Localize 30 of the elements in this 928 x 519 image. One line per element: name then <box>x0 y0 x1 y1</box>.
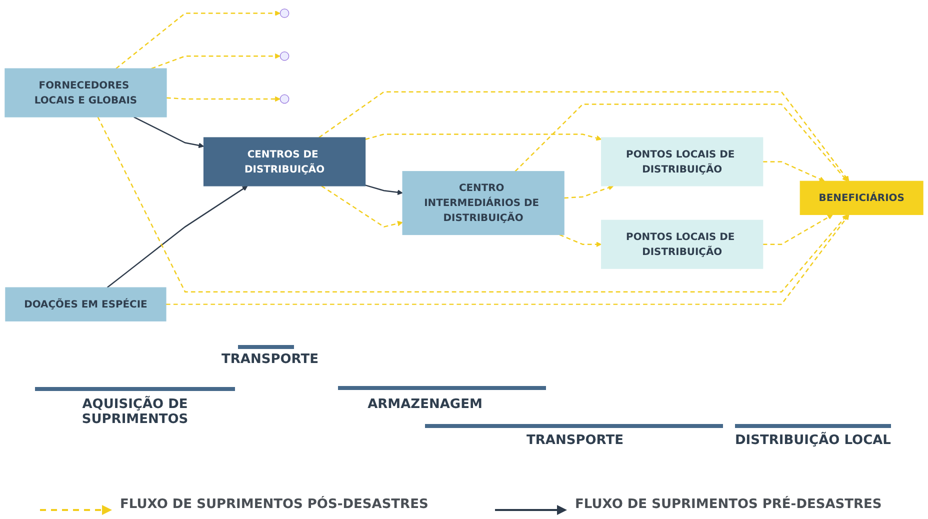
node-box: PONTOS LOCAIS DE DISTRIBUIÇÃO <box>601 220 764 269</box>
legend-text: FLUXO DE SUPRIMENTOS PRÉ-DESASTRES <box>575 497 882 512</box>
node-box: CENTRO INTERMEDIÁRIOS DE DISTRIBUIÇÃO <box>402 171 564 236</box>
arrow <box>106 186 248 288</box>
arrow <box>762 161 825 182</box>
arrow <box>564 185 614 199</box>
arrow <box>318 91 850 182</box>
phase-label: DISTRIBUIÇÃO LOCAL <box>734 433 892 448</box>
arrow <box>559 234 602 248</box>
node-box: FORNECEDORES LOCAIS E GLOBAIS <box>4 68 167 118</box>
arrow <box>321 185 403 228</box>
arrow <box>166 96 280 102</box>
arrow <box>166 214 850 305</box>
phase-label: TRANSPORTE <box>220 352 320 367</box>
node-box: CENTROS DE DISTRIBUIÇÃO <box>203 137 366 186</box>
arrow <box>514 104 848 182</box>
arrow <box>762 214 833 245</box>
node-box: DOAÇÕES EM ESPÉCIE <box>5 287 166 322</box>
phase-label: ARMAZENAGEM <box>366 397 484 412</box>
arrow <box>116 10 280 70</box>
arrow <box>151 53 280 70</box>
arrow <box>134 116 204 148</box>
arrow <box>365 184 403 196</box>
node-box: BENEFICIÁRIOS <box>800 180 924 215</box>
phase-label: AQUISIÇÃO DE SUPRIMENTOS <box>80 397 190 427</box>
arrow <box>97 116 848 292</box>
node-box: PONTOS LOCAIS DE DISTRIBUIÇÃO <box>601 137 764 186</box>
arrow <box>365 134 602 141</box>
phase-label: TRANSPORTE <box>526 433 624 448</box>
legend-text: FLUXO DE SUPRIMENTOS PÓS-DESASTRES <box>120 497 428 512</box>
